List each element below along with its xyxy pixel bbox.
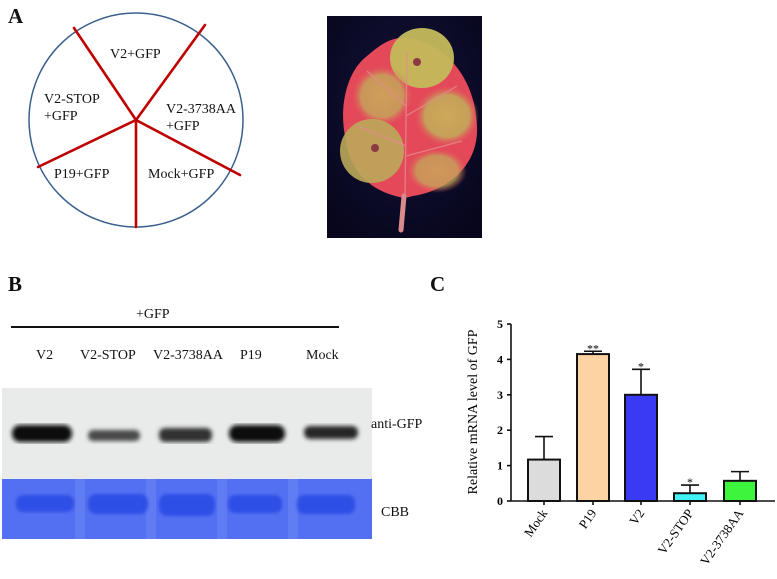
panel-a-label: A <box>8 4 24 28</box>
sector-label-p19: P19+GFP <box>54 167 110 182</box>
western-blot-image <box>2 388 372 539</box>
x-tick-label: V2 <box>626 506 647 528</box>
y-tick-label: 5 <box>497 317 503 331</box>
treatment-group-bracket <box>11 326 339 328</box>
bar-v2-stop <box>673 492 707 503</box>
lane-label-v2-3738aa: V2-3738AA <box>153 348 223 363</box>
significance-marker: * <box>687 475 693 489</box>
panel-c-label: C <box>430 272 446 296</box>
sector-label-mock: Mock+GFP <box>148 167 214 182</box>
y-tick-label: 0 <box>497 494 503 508</box>
sector-label-v2-3738aa-gfp: +GFP <box>166 119 200 134</box>
sector-label-v2: V2+GFP <box>110 47 161 62</box>
x-tick-label: Mock <box>521 506 551 540</box>
panel-b-label: B <box>8 272 23 296</box>
bar-p19 <box>576 353 610 502</box>
lane-label-v2: V2 <box>36 348 54 363</box>
significance-marker: * <box>638 359 644 373</box>
sector-label-v2-stop: V2-STOP <box>44 92 100 107</box>
sector-label-v2-3738aa: V2-3738AA <box>166 102 237 117</box>
x-tick-label: P19 <box>576 506 600 531</box>
y-axis-title: Relative mRNA level of GFP <box>466 329 481 494</box>
leaf-uv-photo <box>327 16 482 238</box>
bar-v2 <box>624 393 658 502</box>
bar-v2-3738aa <box>723 479 757 502</box>
infiltration-scheme-diagram: V2+GFP V2-3738AA +GFP Mock+GFP P19+GFP V… <box>28 12 244 229</box>
x-tick-label: V2-STOP <box>654 506 696 557</box>
bar-mock <box>527 458 561 502</box>
divider-line <box>134 23 207 122</box>
divider-line <box>72 26 138 122</box>
western-label-anti-gfp: anti-GFP <box>371 417 423 432</box>
y-tick-label: 4 <box>497 352 503 366</box>
stain-label-cbb: CBB <box>381 505 410 520</box>
x-tick-label: V2-3738AA <box>697 506 747 568</box>
divider-line <box>134 118 242 177</box>
lane-label-mock: Mock <box>306 348 339 363</box>
divider-line <box>36 118 138 169</box>
significance-marker: ** <box>587 341 599 355</box>
lane-label-p19: P19 <box>240 348 262 363</box>
sector-label-v2-stop-gfp: +GFP <box>44 109 78 124</box>
y-tick-label: 3 <box>497 388 503 402</box>
treatment-group-label: +GFP <box>136 307 170 322</box>
y-tick-label: 1 <box>497 459 503 473</box>
y-tick-label: 2 <box>497 423 503 437</box>
lane-label-v2-stop: V2-STOP <box>80 348 136 363</box>
